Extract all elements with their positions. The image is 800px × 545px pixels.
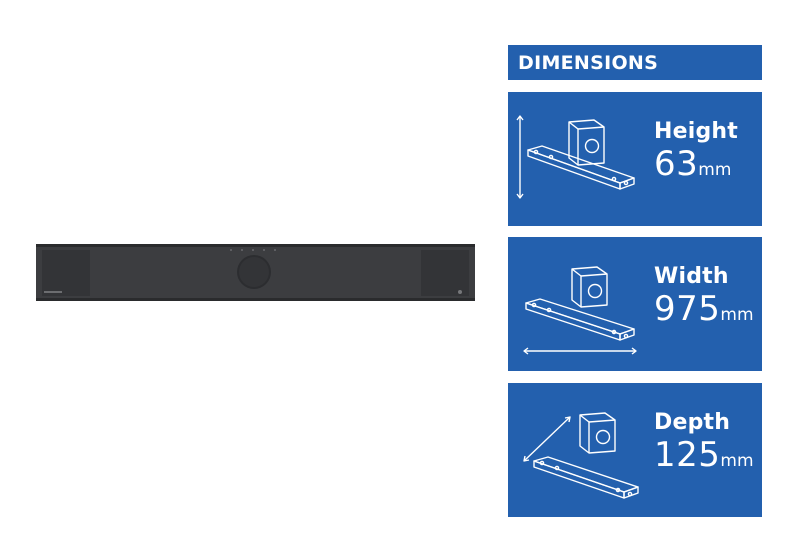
- height-text: Height 63mm: [654, 120, 738, 190]
- depth-arrow-icon: [523, 412, 639, 499]
- width-unit: mm: [720, 305, 754, 325]
- dimensions-header: DIMENSIONS: [508, 45, 762, 80]
- dimensions-title: DIMENSIONS: [518, 51, 659, 74]
- depth-unit: mm: [720, 451, 754, 471]
- width-text: Width 975mm: [654, 265, 754, 335]
- depth-label: Depth: [654, 410, 731, 435]
- height-card: Height 63mm: [508, 92, 762, 226]
- width-arrow-icon: [523, 266, 637, 355]
- height-label: Height: [654, 119, 739, 144]
- height-value: 63: [654, 144, 699, 184]
- soundbar-product-image: [36, 244, 475, 301]
- width-value: 975: [654, 289, 721, 329]
- height-unit: mm: [698, 160, 732, 180]
- depth-card: Depth 125mm: [508, 383, 762, 517]
- width-label: Width: [654, 264, 729, 289]
- width-card: Width 975mm: [508, 237, 762, 371]
- depth-text: Depth 125mm: [654, 411, 754, 481]
- height-arrow-icon: [516, 115, 635, 199]
- depth-value: 125: [654, 435, 721, 475]
